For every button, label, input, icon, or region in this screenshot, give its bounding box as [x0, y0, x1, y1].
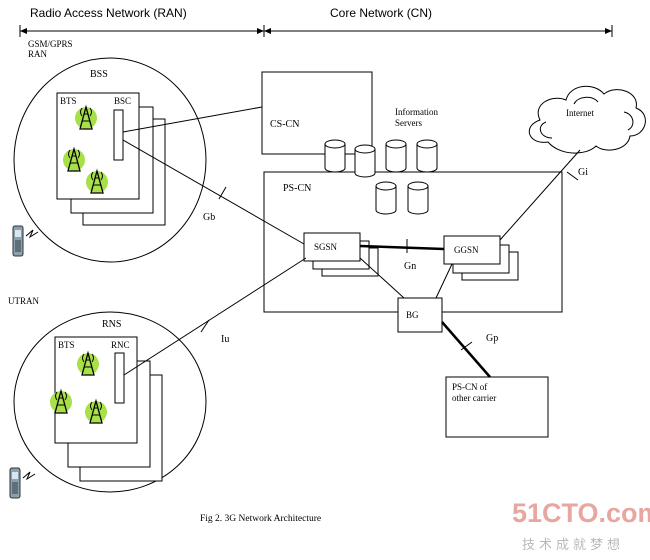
ps-cn-label: PS-CN [283, 183, 311, 194]
rns-box-front [54, 336, 138, 444]
server-cylinder-icon [407, 181, 429, 215]
utran-label: UTRAN [8, 296, 39, 306]
bts-tower-icon [63, 146, 85, 172]
bsc-unit [113, 109, 124, 161]
watermark-logo: 51CTO.com [512, 498, 650, 528]
bg-box [397, 297, 443, 333]
gb-interface-label: Gb [203, 212, 215, 223]
iu-interface-label: Iu [221, 334, 229, 345]
mobile-phone-icon [9, 467, 36, 499]
bg-label: BG [406, 310, 419, 320]
server-cylinder-icon [324, 139, 346, 173]
server-cylinder-icon [354, 144, 376, 178]
info-servers-label: Information [395, 107, 438, 117]
connection-lines [122, 106, 581, 378]
other-carrier-label: PS-CN of [452, 382, 487, 392]
ran-header: Radio Access Network (RAN) [30, 6, 187, 20]
server-cylinder-icon [416, 139, 438, 173]
header-span-arrows [19, 25, 613, 37]
bts-tower-icon [75, 104, 97, 130]
gsm-gprs-label: GSM/GPRS [28, 39, 73, 49]
mobile-phone-icon [12, 225, 39, 257]
info-servers-label-2: Servers [395, 118, 422, 128]
sgsn-label: SGSN [314, 242, 338, 252]
other-carrier-label-2: other carrier [452, 393, 496, 403]
bts-tower-icon [86, 168, 108, 194]
server-cylinder-icon [385, 139, 407, 173]
bts-tower-icon [50, 388, 72, 414]
ggsn-box [443, 235, 501, 265]
bts-label-rns: BTS [58, 340, 75, 350]
bss-label: BSS [90, 69, 108, 80]
gsm-gprs-ran-label: RAN [28, 49, 48, 59]
cn-header: Core Network (CN) [330, 6, 432, 20]
rns-ellipse [13, 311, 207, 493]
gi-interface-label: Gi [578, 167, 588, 178]
ggsn-label: GGSN [454, 245, 479, 255]
internet-label: Internet [566, 108, 594, 118]
sgsn-box [303, 232, 361, 262]
rnc-unit [114, 352, 125, 404]
other-carrier-box [445, 376, 549, 438]
rns-label: RNS [102, 319, 121, 330]
server-cylinder-icon [375, 181, 397, 215]
bts-tower-icon [77, 350, 99, 376]
figure-caption: Fig 2. 3G Network Architecture [200, 514, 321, 524]
gp-interface-label: Gp [486, 333, 498, 344]
bts-label-bss: BTS [60, 96, 77, 106]
rnc-label: RNC [111, 340, 130, 350]
watermark-tagline: 技术成就梦想 [522, 537, 624, 553]
bsc-label: BSC [114, 96, 131, 106]
internet-cloud-icon [528, 85, 646, 154]
bss-ellipse [13, 57, 207, 263]
bts-tower-icon [85, 398, 107, 424]
gn-interface-label: Gn [404, 261, 416, 272]
cs-cn-label: CS-CN [270, 119, 299, 130]
cs-cn-box [261, 71, 373, 155]
